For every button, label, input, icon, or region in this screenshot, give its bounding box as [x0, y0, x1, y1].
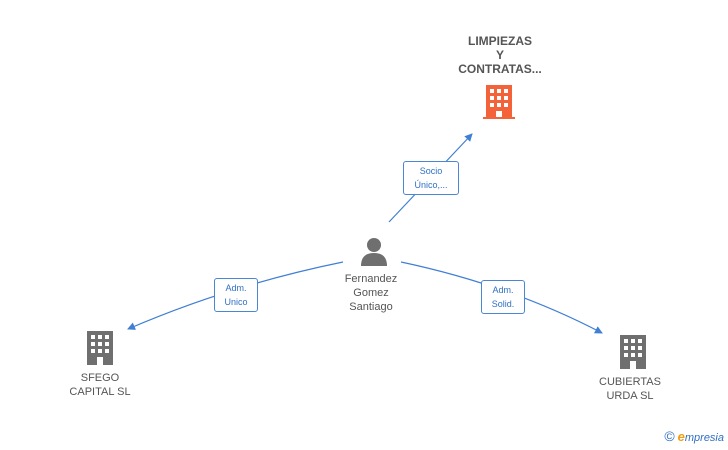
top-company-label: LIMPIEZAS Y CONTRATAS... — [458, 34, 542, 76]
edge-label-adm-unico[interactable]: Adm. Unico — [214, 278, 258, 312]
left-company-label: SFEGO CAPITAL SL — [69, 372, 131, 398]
brand-logo-text: mpresia — [684, 431, 724, 444]
edge-label-socio-unico[interactable]: Socio Único,... — [403, 161, 459, 195]
brand-logo-e: e — [677, 428, 685, 444]
building-icon[interactable] — [617, 335, 649, 369]
copyright-icon: © — [664, 428, 675, 444]
edge-label-adm-solid[interactable]: Adm. Solid. — [481, 280, 525, 314]
person-icon[interactable] — [359, 236, 389, 266]
person-label: Fernandez Gomez Santiago — [344, 273, 398, 313]
brand-watermark: © empresia — [664, 428, 724, 444]
building-icon[interactable] — [483, 85, 515, 119]
building-icon[interactable] — [84, 331, 116, 365]
right-company-label: CUBIERTAS URDA SL — [599, 376, 661, 402]
